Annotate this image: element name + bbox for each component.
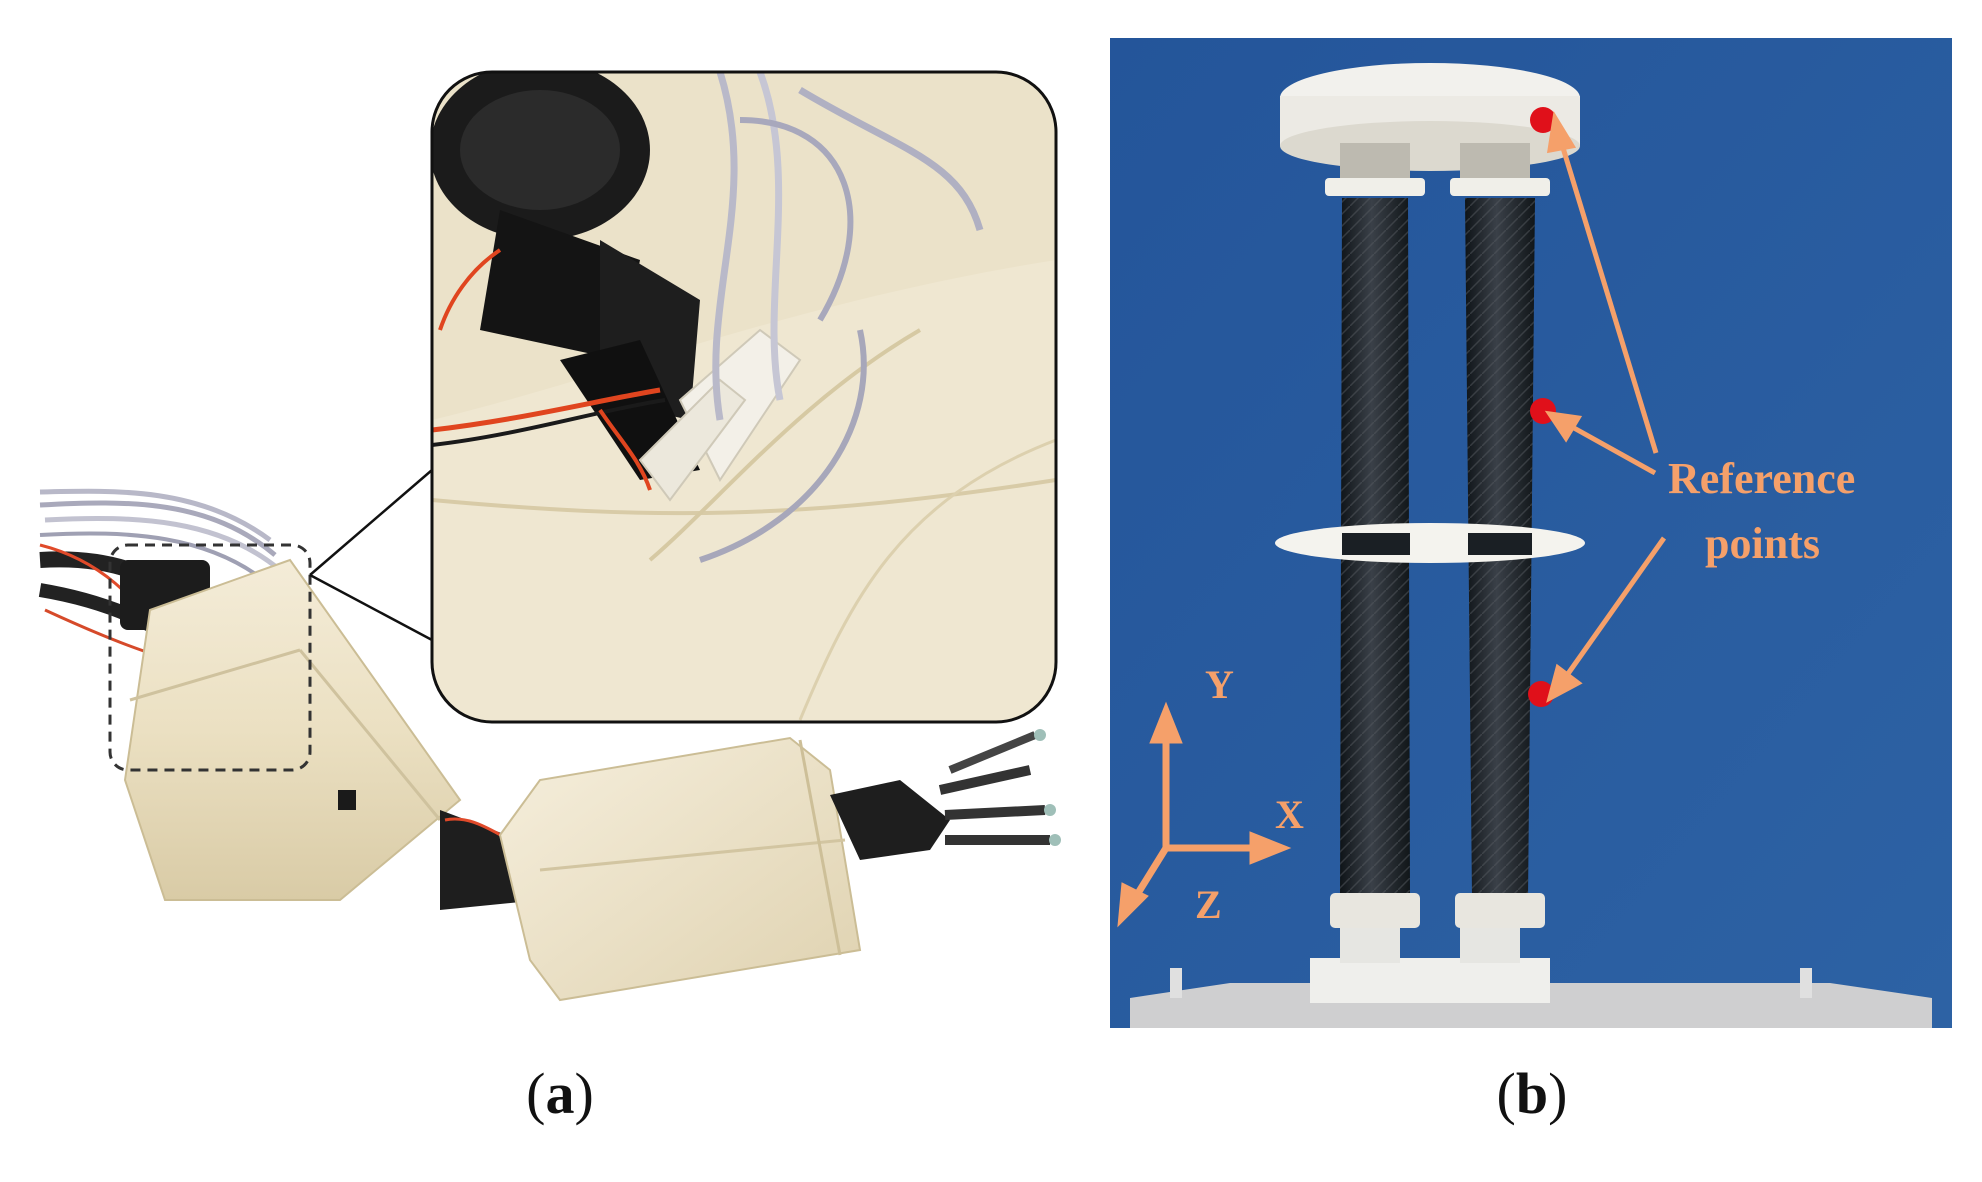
actuator-rig-illustration: Reference points Y X Z xyxy=(1110,38,1952,1028)
left-bottom-coupler xyxy=(1330,893,1420,928)
caption-a-close: ) xyxy=(574,1061,594,1126)
reference-point-top xyxy=(1530,107,1556,133)
panel-a-photo xyxy=(38,70,1061,1002)
annotation-arrows xyxy=(1544,110,1667,703)
caption-a: (a) xyxy=(460,1060,660,1127)
caption-b-open: ( xyxy=(1496,1061,1516,1126)
zoom-connector-top xyxy=(309,469,433,576)
caption-b-close: ) xyxy=(1548,1061,1568,1126)
caption-a-open: ( xyxy=(526,1061,546,1126)
axis-y-label: Y xyxy=(1205,662,1234,707)
upper-arm-segment xyxy=(123,558,462,901)
caption-b-letter: b xyxy=(1515,1061,1549,1126)
forearm-segment xyxy=(498,736,862,1002)
annotation-line2: points xyxy=(1705,519,1820,568)
caption-b: (b) xyxy=(1432,1060,1632,1127)
axis-z-label: Z xyxy=(1195,882,1222,927)
panel-b-photo: Reference points Y X Z xyxy=(1110,38,1952,1028)
middle-disc xyxy=(1275,523,1585,563)
caption-a-letter: a xyxy=(545,1061,575,1126)
top-cap xyxy=(1280,63,1580,196)
coordinate-axes xyxy=(1117,701,1292,928)
right-bottom-coupler xyxy=(1455,893,1545,928)
base-plate xyxy=(1130,923,1932,1028)
annotation-line1: Reference xyxy=(1668,454,1855,503)
axis-x-label: X xyxy=(1275,792,1304,837)
gripper-hand xyxy=(830,729,1061,860)
soft-arm-illustration xyxy=(38,70,1061,1002)
zoom-connector-bottom xyxy=(309,573,433,642)
zoom-inset xyxy=(430,70,1058,724)
